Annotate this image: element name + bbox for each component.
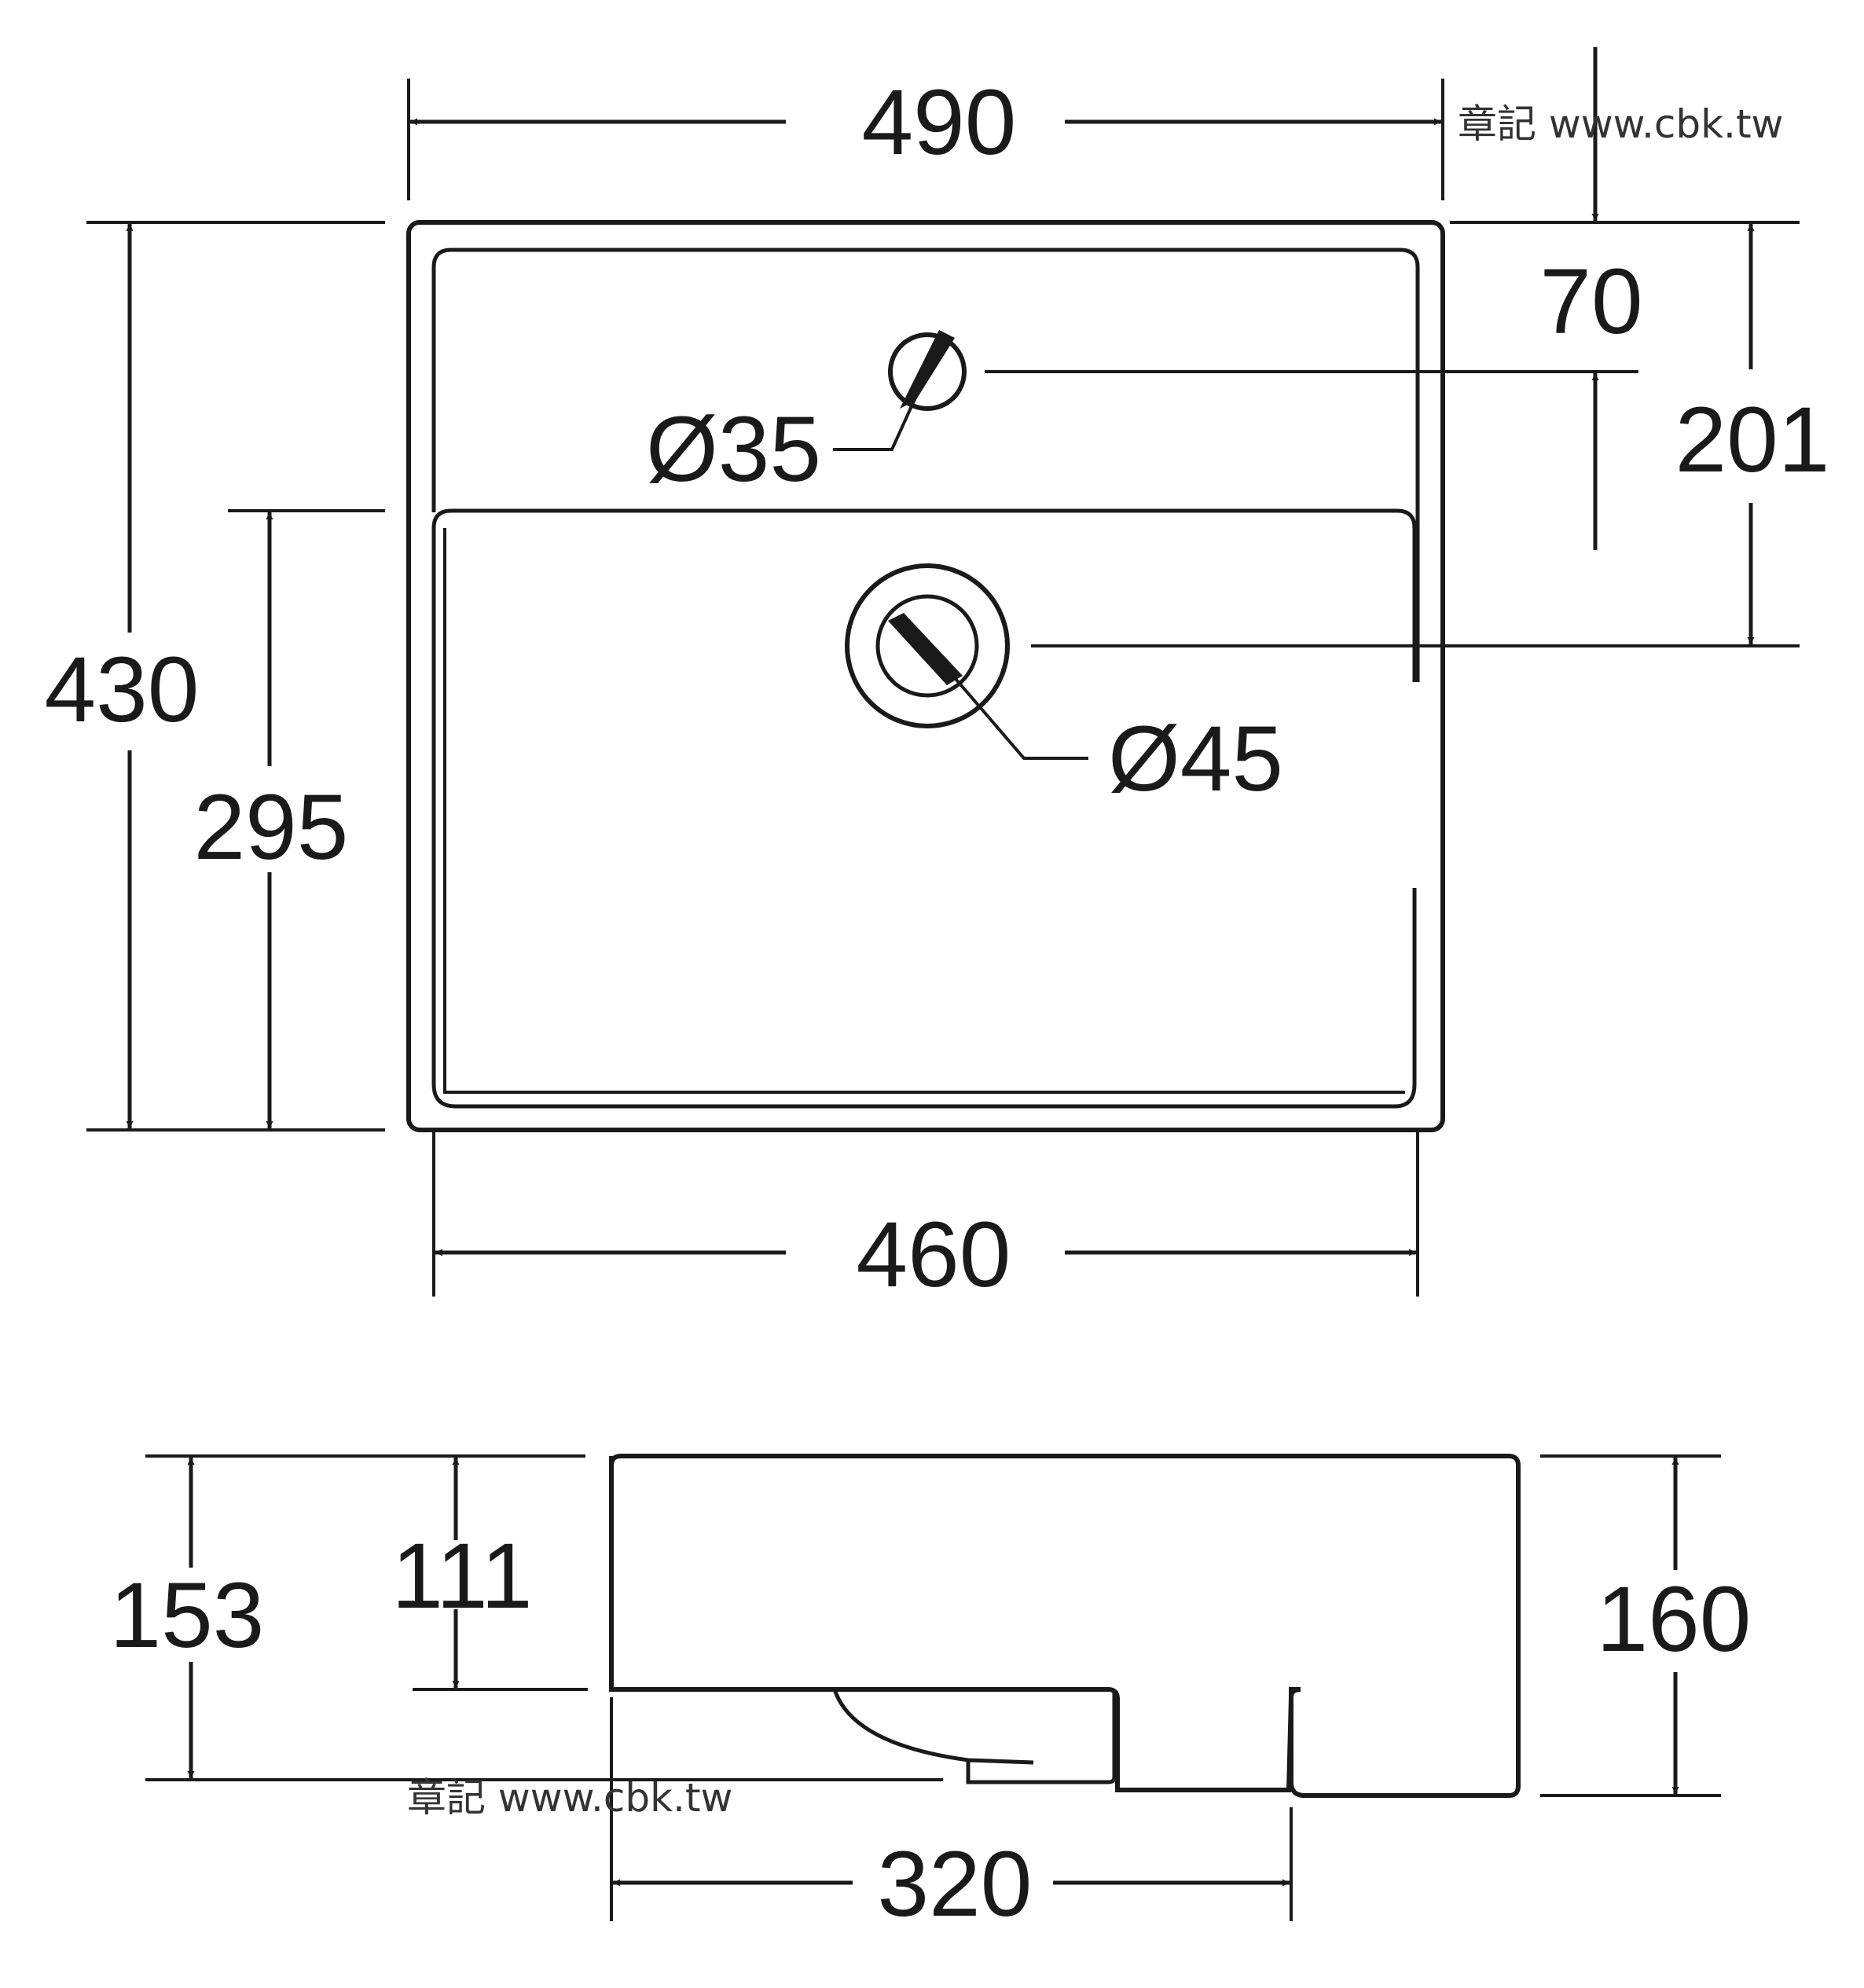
dim-320: 320 xyxy=(878,1832,1033,1936)
dim-111: 111 xyxy=(391,1524,532,1628)
dim-490: 490 xyxy=(862,71,1017,174)
side-view: 153 111 160 320 xyxy=(110,1454,1752,1936)
dim-430: 430 xyxy=(45,638,200,742)
watermark-bottom: 章記 www.cbk.tw xyxy=(407,1775,732,1821)
faucet-leader xyxy=(833,371,929,451)
dim-160: 160 xyxy=(1597,1568,1752,1671)
basin-outer-outline xyxy=(406,220,1445,1132)
bowl-outline xyxy=(431,508,1417,1109)
label-faucet-hole: Ø35 xyxy=(646,398,821,501)
dim-70: 70 xyxy=(1539,250,1642,354)
dim-460: 460 xyxy=(857,1203,1011,1307)
deck-inner-outline xyxy=(431,248,1420,682)
bowl-bottom-profile xyxy=(832,1689,1117,1784)
label-drain-hole: Ø45 xyxy=(1108,707,1283,811)
drain-leader xyxy=(926,644,1088,760)
bowl-inner-line xyxy=(443,528,1405,1094)
faucet-hole xyxy=(888,330,967,411)
side-profile xyxy=(609,1454,1521,1798)
top-view: 490 430 295 70 201 460 Ø35 Ø45 xyxy=(45,47,1830,1307)
dim-295: 295 xyxy=(194,776,349,879)
watermark-top: 章記 www.cbk.tw xyxy=(1458,101,1783,147)
dim-153: 153 xyxy=(110,1564,265,1667)
dim-201: 201 xyxy=(1675,388,1830,492)
